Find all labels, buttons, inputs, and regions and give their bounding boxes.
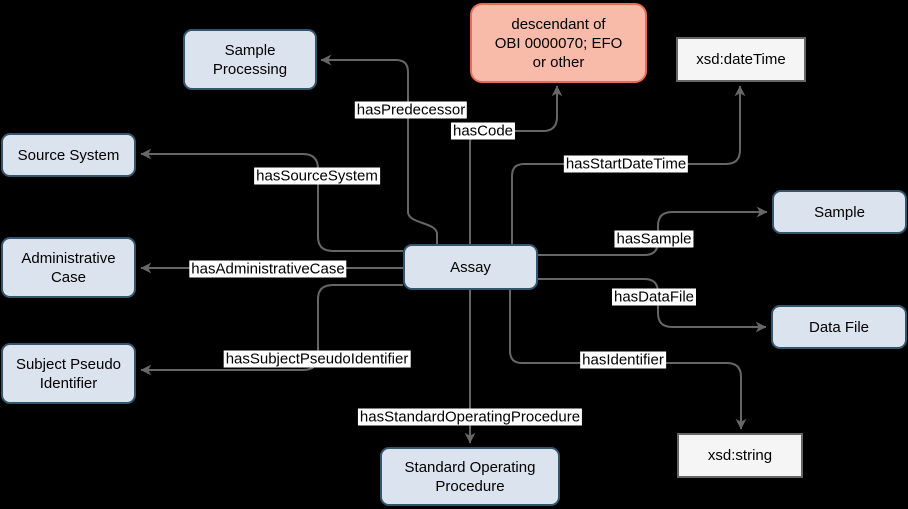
edge-label-hasStandardOperatingProcedure: hasStandardOperatingProcedure <box>357 408 583 426</box>
edge-label-hasPredecessor: hasPredecessor <box>354 101 468 119</box>
edge-label-hasAdministrativeCase: hasAdministrativeCase <box>189 260 347 278</box>
edge-label-hasSample: hasSample <box>614 230 694 248</box>
edge-label-hasIdentifier: hasIdentifier <box>580 351 666 369</box>
node-sample-processing: Sample Processing <box>183 29 317 90</box>
edge-label-hasDataFile: hasDataFile <box>611 288 697 306</box>
edge-hasSubjectPseudoIdentifier <box>140 284 403 376</box>
edge-hasSourceSystem <box>140 148 403 252</box>
node-xsd-string: xsd:string <box>677 433 803 478</box>
edge-label-hasCode: hasCode <box>450 122 516 140</box>
node-source-system: Source System <box>1 133 136 177</box>
node-obi-descendant: descendant of OBI 0000070; EFO or other <box>470 3 647 83</box>
edge-label-hasSourceSystem: hasSourceSystem <box>254 167 380 185</box>
node-assay: Assay <box>403 244 538 290</box>
node-subject-pseudo-identifier: Subject Pseudo Identifier <box>1 343 136 404</box>
node-xsd-datetime: xsd:dateTime <box>676 37 806 82</box>
node-data-file: Data File <box>771 305 907 349</box>
node-administrative-case: Administrative Case <box>1 237 136 298</box>
edge-hasPredecessor <box>320 54 438 244</box>
node-standard-operating-procedure: Standard Operating Procedure <box>380 447 560 506</box>
edge-label-hasSubjectPseudoIdentifier: hasSubjectPseudoIdentifier <box>223 350 411 368</box>
edge-label-hasStartDateTime: hasStartDateTime <box>563 155 689 173</box>
node-sample: Sample <box>772 190 907 234</box>
